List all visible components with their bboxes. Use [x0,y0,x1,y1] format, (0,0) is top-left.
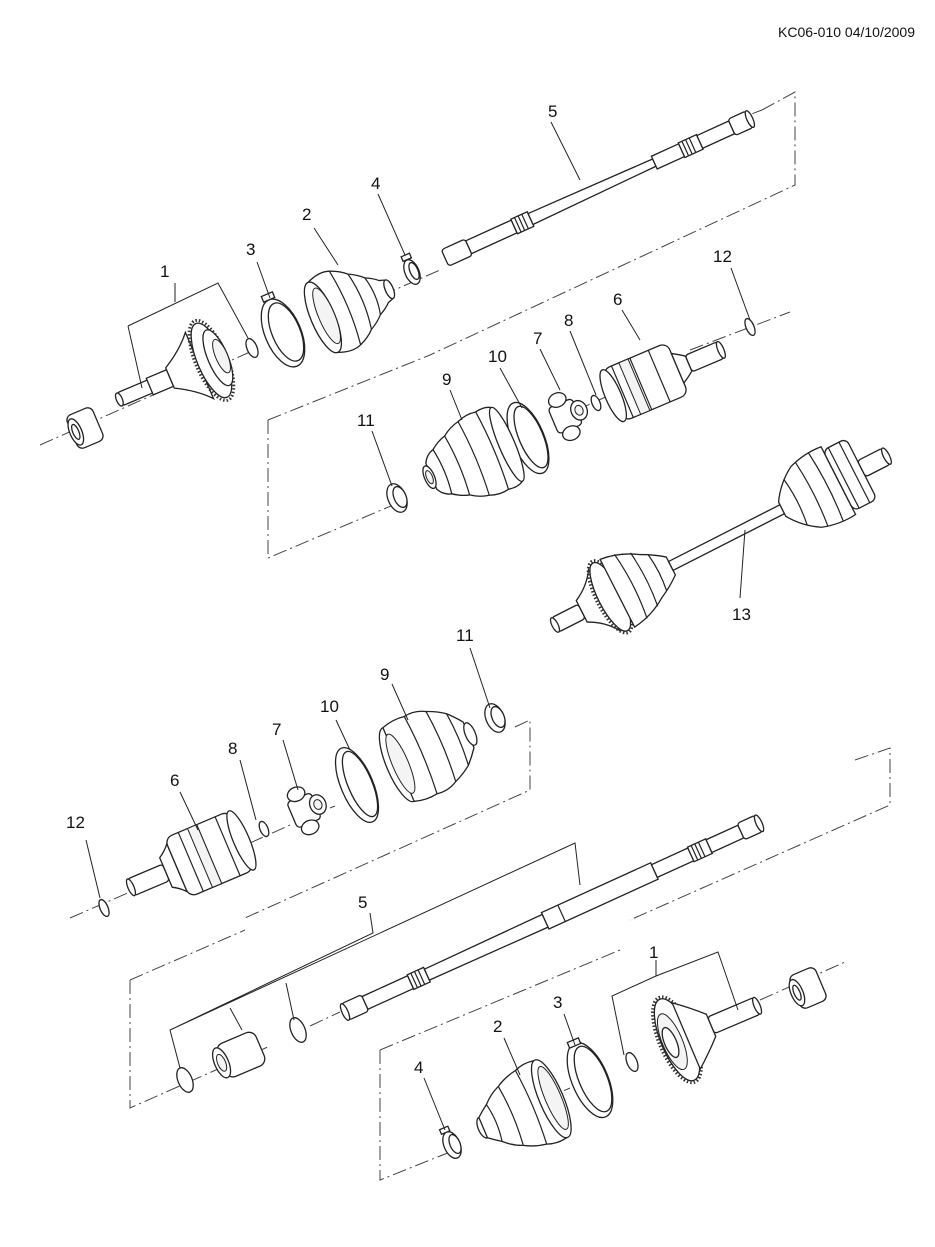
upper-callout-5: 5 [548,102,557,121]
upper-clamp-small [245,337,259,359]
lower-shaft-boundary [129,747,891,1109]
upper-callout-10: 10 [488,347,507,366]
lower-callout-2: 2 [493,1017,502,1036]
lower-inner-boot [378,710,478,803]
upper-outer-cv-joint [66,318,236,449]
lower-callout-8: 8 [228,739,237,758]
upper-inner-boundary [267,311,791,559]
lower-outer-boot [476,1059,572,1147]
lower-callout-11: 11 [456,626,474,645]
upper-callout-8: 8 [564,311,573,330]
lower-outer-boundary [379,949,846,1181]
document-code: KC06-010 04/10/2009 [778,24,915,40]
lower-callout-4: 4 [414,1058,423,1077]
lower-callout-12: 12 [66,813,85,832]
lower-axle-shaft [176,814,765,1093]
upper-callout-2: 2 [302,205,311,224]
lower-callout-9: 9 [380,665,389,684]
lower-snap-ring [258,820,270,838]
lower-callout-3: 3 [553,993,562,1012]
upper-callout-4: 4 [371,174,380,193]
lower-assembly: 1 2 3 4 5 6 7 8 9 10 11 12 [66,626,891,1181]
upper-complete-axle-assembly [549,439,892,635]
upper-callout-9: 9 [442,370,451,389]
upper-leader-lines [127,121,751,599]
upper-inner-joint-housing [599,340,727,423]
upper-shaft-boundary [429,91,796,356]
upper-boot-clamp-large [260,291,306,368]
upper-callout-1: 1 [160,262,169,281]
upper-outer-boot [303,270,396,354]
upper-callout-7: 7 [533,329,542,348]
lower-leader-lines [85,647,739,1131]
lower-callout-10: 10 [320,697,339,716]
upper-callout-11: 11 [357,411,375,430]
upper-inner-boot-clamp-large [506,401,550,475]
upper-snap-ring [590,394,602,412]
upper-callout-13: 13 [732,605,751,624]
lower-inner-boot-clamp-large [334,747,380,823]
upper-tripod [547,392,589,442]
upper-assembly: 1 2 3 4 5 6 7 8 9 10 11 12 13 [39,91,892,635]
upper-callout-12: 12 [713,247,732,266]
upper-inner-boot-clamp-small [386,483,408,513]
upper-inner-boot [422,406,525,497]
upper-boot-clamp-small [400,252,421,285]
upper-axle-shaft [441,110,756,266]
lower-boot-clamp-small [438,1125,462,1159]
lower-callout-1: 1 [649,943,658,962]
lower-outer-cv-joint [651,967,827,1085]
lower-tripod [286,786,327,836]
lower-callout-6: 6 [170,771,179,790]
lower-inner-boot-clamp-small [484,703,506,733]
lower-inner-joint-housing [125,810,257,897]
upper-callout-6: 6 [613,290,622,309]
upper-circlip [744,317,756,337]
lower-circlip [98,898,110,918]
lower-clamp-small [625,1051,639,1073]
lower-callout-5: 5 [358,893,367,912]
lower-callout-7: 7 [272,720,281,739]
upper-callout-3: 3 [246,240,255,259]
